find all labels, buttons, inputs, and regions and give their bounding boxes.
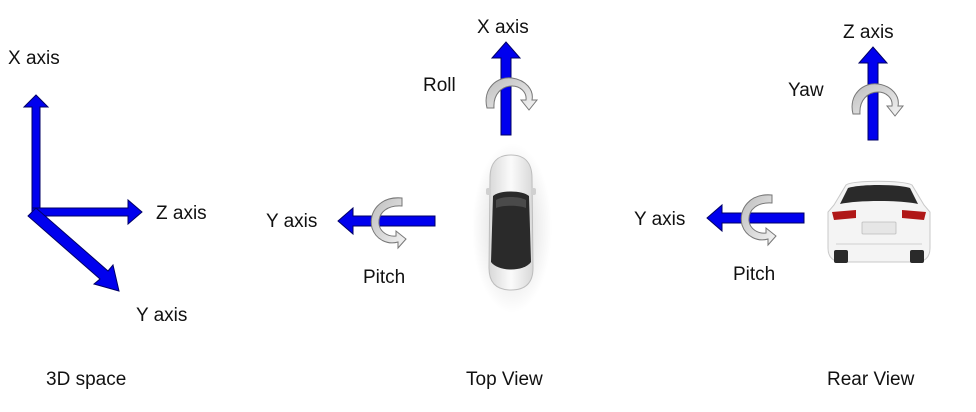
rear-y-axis-arrow: [706, 203, 805, 233]
rear-z-axis-arrow: [857, 46, 889, 141]
rear-pitch-label: Pitch: [733, 264, 776, 285]
top-x-axis-arrow: [490, 41, 522, 136]
rear-caption: Rear View: [827, 369, 915, 390]
rear-z-axis-label: Z axis: [843, 22, 894, 43]
space-y-axis-arrow: [27, 207, 120, 292]
rear-y-axis-label: Y axis: [634, 209, 686, 230]
space-x-axis-label: X axis: [8, 48, 60, 69]
top-pitch-rotation-arrow: [370, 197, 407, 250]
car-rear-view-icon: [827, 180, 931, 263]
space-caption: 3D space: [46, 369, 127, 390]
yaw-label: Yaw: [788, 80, 824, 101]
top-y-axis-label: Y axis: [266, 211, 318, 232]
space-x-axis-arrow: [22, 94, 50, 209]
space-z-axis-label: Z axis: [156, 203, 207, 224]
yaw-rotation-arrow: [851, 83, 905, 117]
car-top-view-icon: [472, 143, 552, 313]
top-caption: Top View: [466, 369, 543, 390]
roll-label: Roll: [423, 75, 456, 96]
top-pitch-label: Pitch: [363, 267, 406, 288]
roll-rotation-arrow: [485, 77, 539, 111]
rear-pitch-rotation-arrow: [740, 194, 777, 247]
top-x-axis-label: X axis: [477, 17, 529, 38]
space-z-axis-arrow: [31, 198, 143, 226]
space-y-axis-label: Y axis: [136, 305, 188, 326]
top-y-axis-arrow: [337, 206, 436, 236]
